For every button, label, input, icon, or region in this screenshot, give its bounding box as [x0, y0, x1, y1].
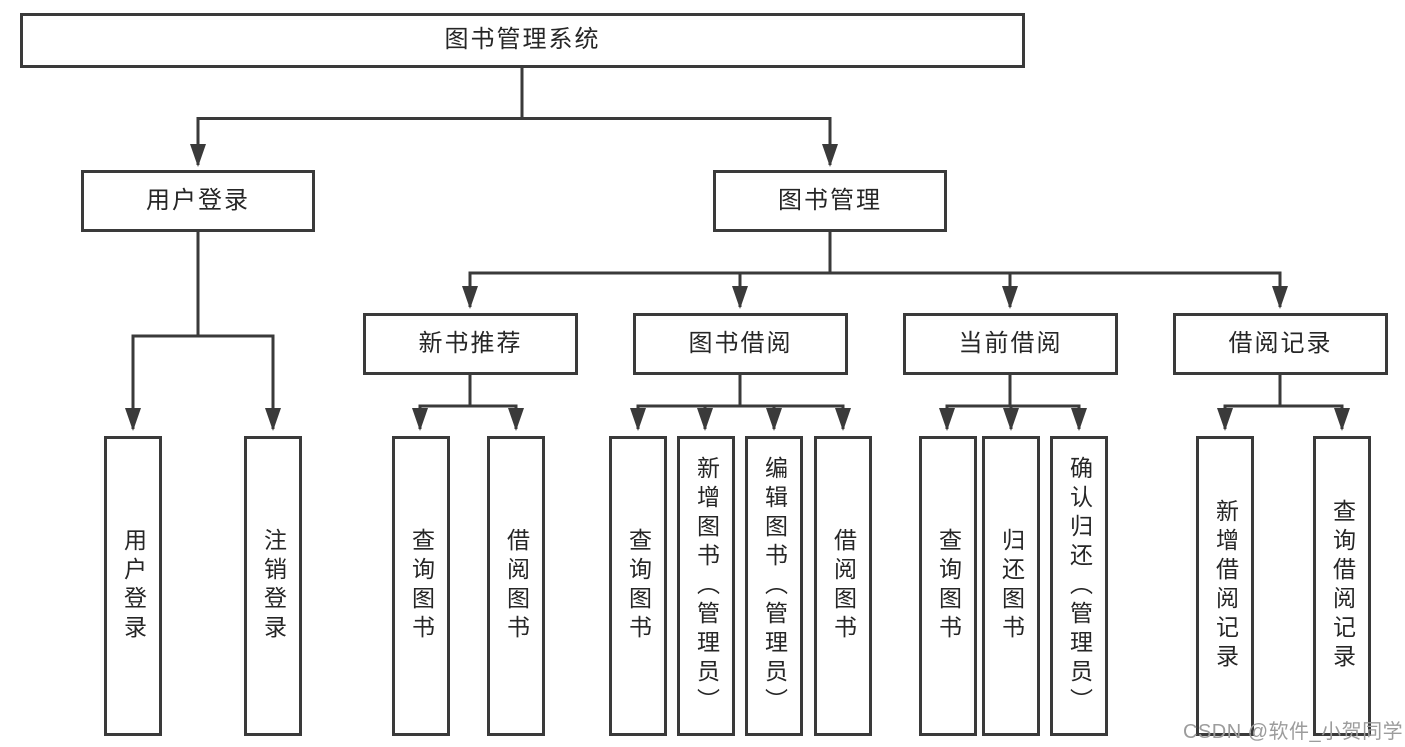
node-new-book-recommend: 新书推荐	[363, 313, 578, 375]
leaf-newbook-query-books-label: 查询图书	[408, 528, 435, 644]
node-current-borrow-label: 当前借阅	[958, 329, 1063, 357]
leaf-records-query-borrow-record: 查询借阅记录	[1313, 436, 1371, 736]
leaf-newbook-borrow-books: 借阅图书	[487, 436, 545, 736]
leaf-borrow-add-books-admin-label: 新增图书（管理员）	[693, 455, 720, 717]
leaf-current-return-books: 归还图书	[982, 436, 1040, 736]
leaf-records-add-borrow-record: 新增借阅记录	[1196, 436, 1254, 736]
leaf-newbook-borrow-books-label: 借阅图书	[503, 528, 530, 644]
leaf-user-login-label: 用户登录	[120, 528, 147, 644]
leaf-borrow-add-books-admin: 新增图书（管理员）	[677, 436, 735, 736]
node-user-login-label: 用户登录	[146, 186, 250, 214]
leaf-logout-label: 注销登录	[260, 528, 287, 644]
leaf-records-add-borrow-record-label: 新增借阅记录	[1212, 499, 1239, 673]
leaf-borrow-edit-books-admin: 编辑图书（管理员）	[745, 436, 803, 736]
leaf-current-query-books: 查询图书	[919, 436, 977, 736]
node-root: 图书管理系统	[20, 13, 1025, 68]
node-borrow-records: 借阅记录	[1173, 313, 1388, 375]
leaf-newbook-query-books: 查询图书	[392, 436, 450, 736]
node-book-management-label: 图书管理	[778, 186, 882, 214]
leaf-records-query-borrow-record-label: 查询借阅记录	[1329, 499, 1356, 673]
node-new-book-recommend-label: 新书推荐	[418, 329, 523, 357]
watermark: CSDN @软件_小贺同学	[1183, 721, 1404, 743]
leaf-current-confirm-return-admin-label: 确认归还（管理员）	[1066, 455, 1093, 717]
leaf-current-query-books-label: 查询图书	[935, 528, 962, 644]
node-current-borrow: 当前借阅	[903, 313, 1118, 375]
leaf-borrow-borrow-books: 借阅图书	[814, 436, 872, 736]
leaf-borrow-borrow-books-label: 借阅图书	[830, 528, 857, 644]
node-root-label: 图书管理系统	[444, 26, 601, 54]
node-user-login: 用户登录	[81, 170, 315, 232]
leaf-borrow-query-books-label: 查询图书	[625, 528, 652, 644]
leaf-current-confirm-return-admin: 确认归还（管理员）	[1050, 436, 1108, 736]
leaf-borrow-query-books: 查询图书	[609, 436, 667, 736]
node-book-management: 图书管理	[713, 170, 947, 232]
node-book-borrow-label: 图书借阅	[688, 329, 793, 357]
leaf-borrow-edit-books-admin-label: 编辑图书（管理员）	[761, 455, 788, 717]
leaf-current-return-books-label: 归还图书	[998, 528, 1025, 644]
node-book-borrow: 图书借阅	[633, 313, 848, 375]
leaf-user-login: 用户登录	[104, 436, 162, 736]
node-borrow-records-label: 借阅记录	[1228, 329, 1333, 357]
leaf-logout: 注销登录	[244, 436, 302, 736]
